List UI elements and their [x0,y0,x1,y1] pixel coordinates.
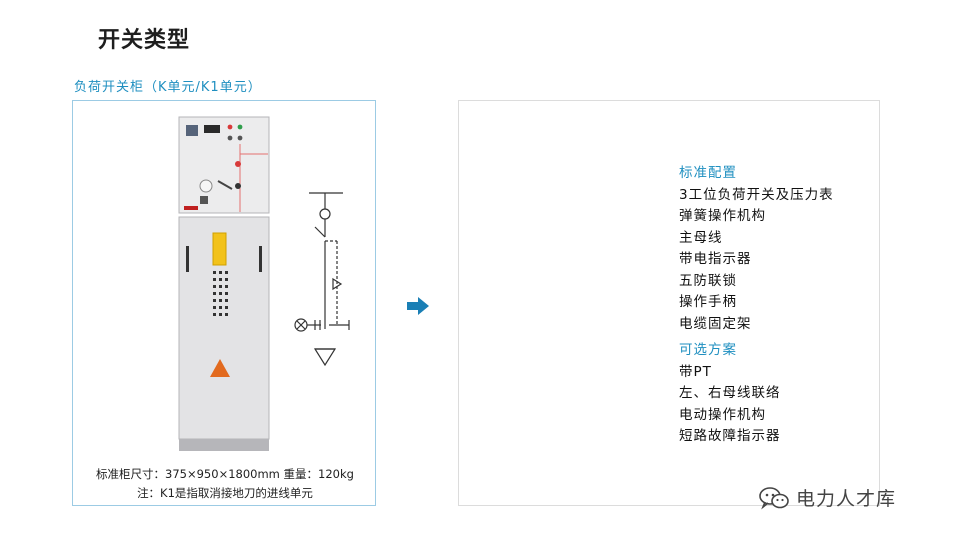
spec-panel: 标准配置 3工位负荷开关及压力表 弹簧操作机构 主母线 带电指示器 五防联锁 操… [458,100,880,506]
list-item: 左、右母线联络 [679,385,781,401]
list-item: 短路故障指示器 [679,428,781,444]
list-item: 主母线 [679,229,723,246]
list-item: 电动操作机构 [679,406,766,423]
standard-config-heading: 标准配置 [679,165,737,181]
list-item: 带电指示器 [679,251,752,267]
list-item: 操作手柄 [679,294,737,310]
cabinet-dimensions: 标准柜尺寸：375×950×1800mm 重量：120kg [96,467,354,481]
page-title: 开关类型 [98,28,191,53]
cabinet-caption: 负荷开关柜（K单元/K1单元） [74,80,262,95]
list-item: 带PT [679,363,712,380]
single-line-diagram [294,192,350,367]
arrow-right-icon [407,297,429,315]
wechat-icon [759,486,789,510]
list-item: 五防联锁 [679,272,737,289]
optional-config-list: 带PT 左、右母线联络 电动操作机构 短路故障指示器 [679,362,834,448]
cabinet-panel: 标准柜尺寸：375×950×1800mm 重量：120kg 注：K1是指取消接地… [72,100,376,506]
standard-config-list: 3工位负荷开关及压力表 弹簧操作机构 主母线 带电指示器 五防联锁 操作手柄 电… [679,185,834,336]
watermark: 电力人才库 [758,484,896,511]
cabinet-image [178,116,270,451]
watermark-text: 电力人才库 [796,488,897,510]
optional-config-heading: 可选方案 [679,342,737,358]
list-item: 弹簧操作机构 [679,208,766,224]
cabinet-note: 注：K1是指取消接地刀的进线单元 [137,486,313,500]
list-item: 3工位负荷开关及压力表 [679,186,834,203]
list-item: 电缆固定架 [679,315,752,332]
